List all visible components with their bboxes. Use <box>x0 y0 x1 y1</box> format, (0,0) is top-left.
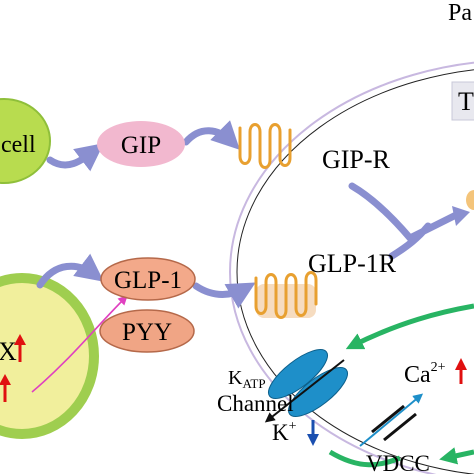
vdcc-label: VDCC <box>366 451 430 474</box>
l-cell: X <box>0 273 128 439</box>
pa-label: Pa <box>448 0 472 26</box>
gip-hormone: GIP <box>97 121 185 167</box>
t-label: T <box>458 87 474 116</box>
k-plus-label: K+ <box>272 419 297 445</box>
katp-channel <box>264 349 348 423</box>
glp1-label: GLP-1 <box>114 267 182 294</box>
x-up-arrow <box>14 334 26 362</box>
glp1-hormone: GLP-1 <box>100 257 196 301</box>
gip-r-label: GIP-R <box>322 145 391 174</box>
beta-cell-membrane <box>229 61 474 474</box>
k-cell-label: cell <box>1 132 36 158</box>
kcell-to-gip-arrow <box>46 143 104 172</box>
k-cell: cell <box>0 98 51 184</box>
k-down-arrow <box>307 420 319 446</box>
lower-up-arrow <box>0 374 11 402</box>
glp1-to-receptor-arrow <box>192 282 256 309</box>
pyy-label: PYY <box>122 319 172 346</box>
t-box: T <box>451 81 474 121</box>
pyy-hormone: PYY <box>99 309 195 353</box>
lcell-to-glp1-arrow <box>36 253 104 289</box>
vdcc-blue-arrow <box>359 393 424 447</box>
katp-label: KATP <box>228 367 266 391</box>
green-bottom-arrow <box>328 449 401 468</box>
katp-black-arrow <box>264 359 345 423</box>
merge-arrowhead <box>452 206 470 226</box>
channel-label: Channel <box>217 391 294 416</box>
receptors-merge-arrow <box>348 182 462 260</box>
gip-to-receptor-arrow <box>182 120 240 150</box>
ca-label: Ca2+ <box>404 360 446 388</box>
green-right-arrow <box>439 447 474 465</box>
gip-label: GIP <box>121 132 161 159</box>
ca-up-arrow <box>455 358 467 384</box>
magenta-arrow <box>31 295 128 393</box>
partial-orange-shape <box>466 190 474 210</box>
x-label: X <box>0 337 17 366</box>
gip-receptor <box>238 123 292 169</box>
glp1r-label: GLP-1R <box>308 249 397 278</box>
green-top-arrow <box>345 303 474 350</box>
vdcc-channel <box>359 393 424 447</box>
glp1-receptor <box>254 271 318 319</box>
